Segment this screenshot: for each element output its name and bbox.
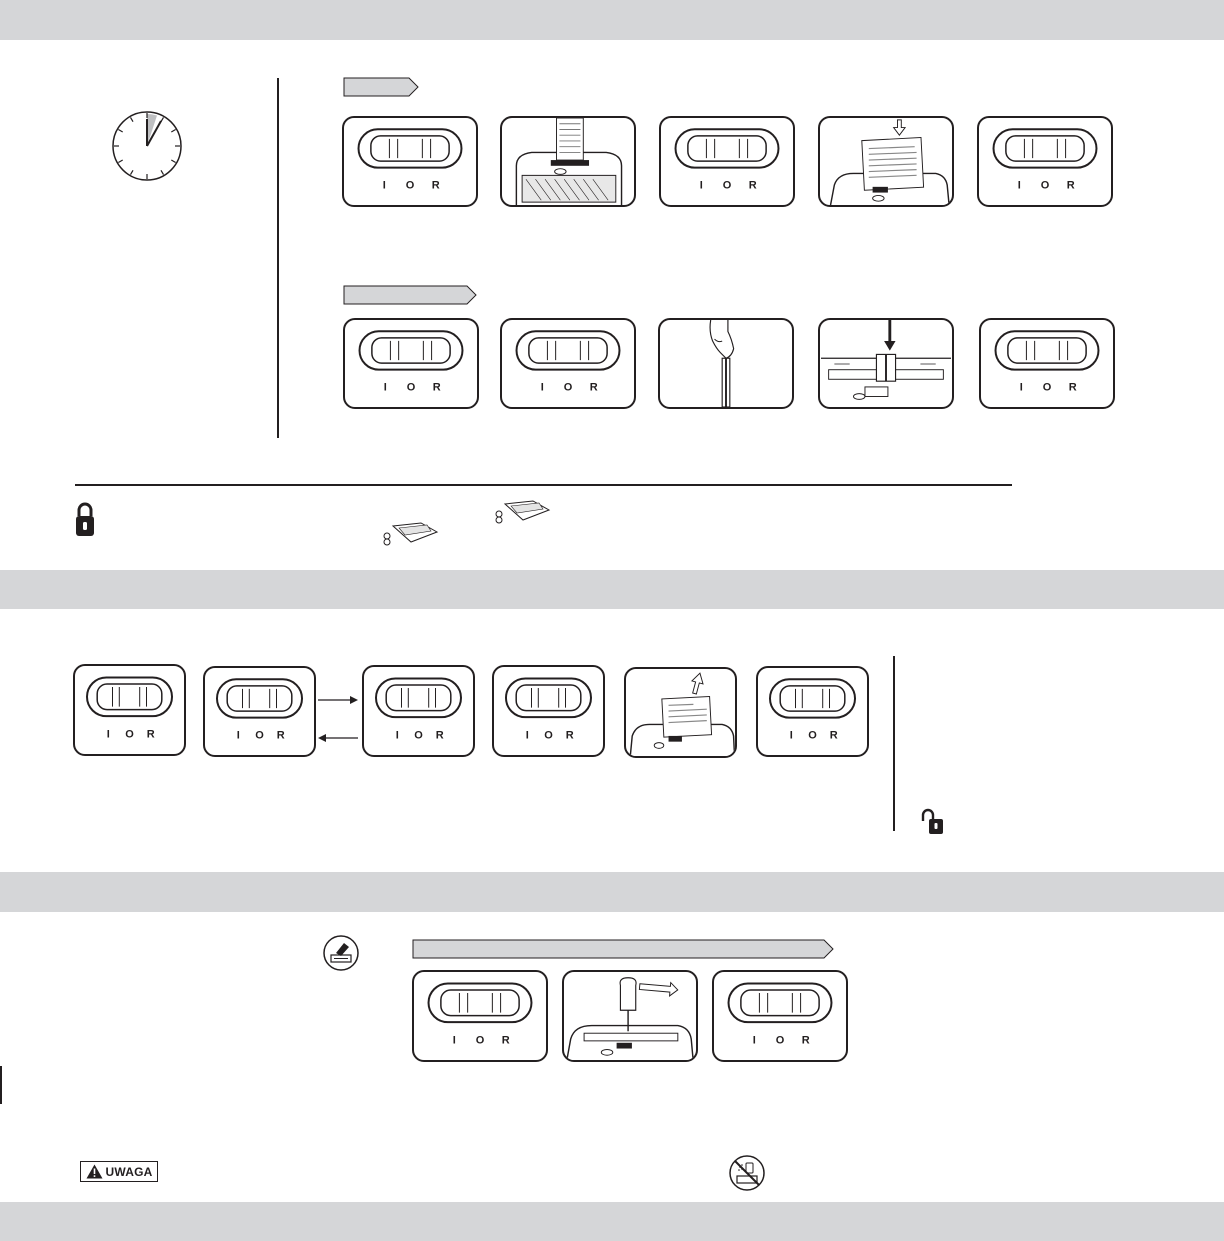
switch-label-r: R bbox=[830, 729, 838, 741]
paper-reverse-illustration bbox=[624, 667, 737, 758]
switch-label-o: O bbox=[1041, 179, 1050, 191]
switch-label-r: R bbox=[566, 729, 574, 741]
no-oil-aerosol-icon bbox=[729, 1155, 765, 1191]
lock-icon bbox=[76, 502, 94, 536]
switch-label-o: O bbox=[1043, 381, 1052, 393]
oil-application-illustration bbox=[562, 970, 698, 1062]
switch-label-i: I bbox=[1018, 179, 1021, 191]
section1-rule bbox=[75, 484, 1012, 486]
switch-label-r: R bbox=[749, 179, 757, 191]
switch-label-i: I bbox=[541, 381, 544, 393]
switch-label-i: I bbox=[526, 729, 529, 741]
switch-label-i: I bbox=[1020, 381, 1023, 393]
switch-label-r: R bbox=[436, 729, 444, 741]
step-tag-1 bbox=[343, 77, 419, 97]
hand-card-illustration bbox=[658, 318, 794, 409]
oil-lubricate-icon bbox=[323, 935, 359, 971]
switch-label-i: I bbox=[753, 1034, 756, 1046]
switch-label-o: O bbox=[125, 728, 134, 740]
credit-card-icon bbox=[383, 522, 439, 546]
switch-label-r: R bbox=[802, 1034, 810, 1046]
warning-text: UWAGA bbox=[105, 1164, 153, 1179]
section-band-bottom bbox=[0, 1202, 1224, 1241]
switch-label-o: O bbox=[476, 1034, 485, 1046]
clock-icon bbox=[112, 111, 182, 181]
switch-label-o: O bbox=[808, 729, 817, 741]
switch-label-o: O bbox=[407, 381, 416, 393]
switch-label-i: I bbox=[396, 729, 399, 741]
switch-label-o: O bbox=[564, 381, 573, 393]
switch-label-i: I bbox=[237, 729, 240, 741]
switch-label-o: O bbox=[723, 179, 732, 191]
section-band-2 bbox=[0, 570, 1224, 609]
switch-label-i: I bbox=[384, 381, 387, 393]
switch-label-r: R bbox=[433, 381, 441, 393]
switch-label-r: R bbox=[277, 729, 285, 741]
switch-label-r: R bbox=[432, 179, 440, 191]
section2-divider bbox=[893, 656, 895, 831]
card-slot-illustration bbox=[818, 318, 954, 409]
shredder-feed-illustration bbox=[500, 116, 636, 207]
switch-label-o: O bbox=[776, 1034, 785, 1046]
switch-label-i: I bbox=[383, 179, 386, 191]
switch-label-r: R bbox=[502, 1034, 510, 1046]
switch-label-r: R bbox=[1069, 381, 1077, 393]
warning-label: UWAGA bbox=[80, 1161, 158, 1182]
switch-label-i: I bbox=[107, 728, 110, 740]
switch-label-o: O bbox=[544, 729, 553, 741]
switch-label-o: O bbox=[406, 179, 415, 191]
switch-label-i: I bbox=[700, 179, 703, 191]
switch-label-r: R bbox=[590, 381, 598, 393]
section-band-3 bbox=[0, 872, 1224, 912]
unlock-icon bbox=[921, 808, 943, 834]
switch-label-o: O bbox=[414, 729, 423, 741]
switch-label-r: R bbox=[1067, 179, 1075, 191]
paper-insert-illustration bbox=[818, 116, 954, 207]
margin-mark bbox=[0, 1066, 2, 1104]
cycle-arrows bbox=[318, 696, 358, 742]
section-band-top bbox=[0, 0, 1224, 40]
switch-label-i: I bbox=[453, 1034, 456, 1046]
switch-label-r: R bbox=[147, 728, 155, 740]
switch-label-o: O bbox=[255, 729, 264, 741]
step-tag-2 bbox=[343, 285, 477, 305]
switch-label-i: I bbox=[790, 729, 793, 741]
credit-card-icon bbox=[495, 500, 551, 524]
section1-divider bbox=[277, 78, 279, 438]
warning-triangle-icon bbox=[86, 1164, 102, 1179]
step-tag-3 bbox=[412, 939, 834, 959]
